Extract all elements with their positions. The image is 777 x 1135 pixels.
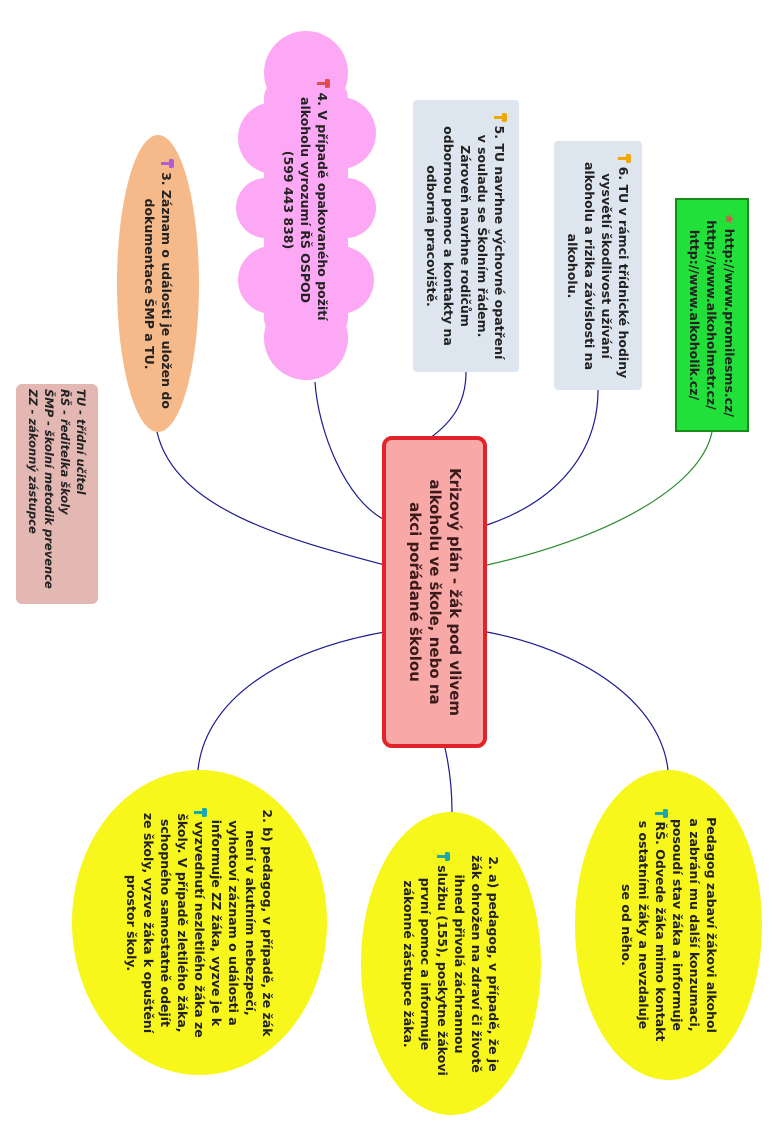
web-link[interactable]: http://www.promilesms.cz/ <box>722 228 737 417</box>
step3-record-node[interactable]: 3. Záznam o události je uložen do dokume… <box>117 135 199 432</box>
connector-step6 <box>486 389 599 526</box>
step2a-ellipse <box>361 812 541 1115</box>
step2a-text: 2. a) pedagog, v případě, že je <box>486 855 501 1072</box>
step1-confiscate-node[interactable]: Pedagog zabaví žákovi alkohol a zabrání … <box>575 770 762 1080</box>
step3-text: 3. Záznam o události je uložen do <box>159 171 174 409</box>
web-link[interactable]: http://www.alkoholmetr.cz/ <box>704 220 719 410</box>
step4-cloud-shape <box>236 31 376 380</box>
step1-text: ŘŠ. Odvede žáka mimo kontakt <box>652 821 668 1042</box>
central-topic[interactable]: Krizový plán - žák pod vlivem alkoholu v… <box>382 436 487 748</box>
web-links-box <box>675 198 749 432</box>
pushpin-icon <box>161 159 174 168</box>
pushpin-icon <box>194 808 207 817</box>
legend-box <box>16 384 98 604</box>
step2b-text: vyhotoví záznam o události a <box>226 819 241 1026</box>
abbreviation-legend[interactable]: TU - třídní učitel ŘŠ - ředitelka školy … <box>16 384 98 604</box>
step2b-text: vyzvednutí nezletilého žáka ze <box>192 820 207 1038</box>
central-topic-line: akci pořádané školou <box>405 502 424 682</box>
step1-text: posoudí stav žáka a informuje <box>669 818 685 1032</box>
step2a-text: žák ohrožen na zdraví či životě <box>469 854 484 1073</box>
step2b-text: ze školy, vyzve žáka k opuštění <box>141 812 156 1033</box>
step6-text: 6. TU v rámci třídnické hodiny <box>616 166 631 378</box>
pushpin-icon <box>437 852 450 861</box>
step1-text: s ostatními žáky a nevzdaluje <box>635 820 651 1030</box>
connector-links <box>486 431 713 566</box>
step6-class-lesson-node[interactable]: 6. TU v rámci třídnické hodiny vysvětlí … <box>554 141 642 390</box>
step4-text: (599 443 838) <box>281 150 297 250</box>
step4-ospod-node[interactable]: 4. V případě opakovaného požití alkoholu… <box>236 18 376 382</box>
step2b-no-danger-node[interactable]: 2. b) pedagog, v případě, že žák není v … <box>72 770 327 1075</box>
step2b-ellipse <box>72 770 327 1075</box>
step2a-text: službu (155), poskytne žákovi <box>435 864 450 1076</box>
web-link[interactable]: http://www.alkoholik.cz/ <box>687 229 702 401</box>
step5-box <box>413 100 519 372</box>
legend-entry: ŠMP - školní metodik prevence <box>42 389 56 589</box>
step2a-emergency-node[interactable]: 2. a) pedagog, v případě, že je žák ohro… <box>361 812 541 1115</box>
step1-text: se od něho. <box>618 884 634 966</box>
step2b-text: školy. V případě zletilého žáka, <box>175 812 190 1033</box>
step4-text: 4. V případě opakovaného požití <box>315 92 331 321</box>
step2b-text: schopného samostatně odejít <box>158 818 173 1027</box>
step6-text: vysvětlí škodlivost užívání <box>599 172 614 359</box>
legend-entry: ŘŠ - ředitelka školy <box>58 389 72 515</box>
pushpin-icon <box>318 79 331 88</box>
connector-step2a <box>444 747 453 813</box>
step5-measures-node[interactable]: 5. TU navrhne výchovné opatření v soulad… <box>413 100 519 372</box>
step2a-text: první pomoc a informuje <box>418 877 433 1050</box>
step3-ellipse <box>117 135 199 432</box>
step1-ellipse <box>575 770 762 1080</box>
step1-text: Pedagog zabaví žákovi alkohol <box>703 817 719 1033</box>
central-topic-line: alkoholu ve škole, nebo na <box>425 479 444 705</box>
step5-text: odbornou pomoc a kontakty na <box>441 126 457 346</box>
web-links-node[interactable]: ★ http://www.promilesms.cz/ http://www.al… <box>675 198 749 432</box>
step4-text: alkoholu vyrozumí ŘŠ OSPOD <box>298 97 314 303</box>
connector-step3 <box>156 431 386 566</box>
connector-step1 <box>486 631 669 771</box>
legend-entry: TU - třídní učitel <box>74 389 88 495</box>
step6-text: alkoholu a rizika závislosti na <box>582 161 597 370</box>
star-icon: ★ <box>721 213 736 225</box>
connector-step5 <box>429 371 467 439</box>
step5-text: odborná pracoviště. <box>424 165 440 307</box>
connector-step2b <box>197 631 386 771</box>
step5-text: 5. TU navrhne výchovné opatření <box>492 125 508 360</box>
step2b-text: 2. b) pedagog, v případě, že žák <box>260 808 275 1037</box>
step2a-text: zákonné zástupce žáka. <box>401 879 416 1048</box>
step2a-text: ihned přivolá záchrannou <box>452 874 467 1053</box>
step5-text: Zároveň navrhne rodičům <box>458 145 474 327</box>
connector-step4 <box>314 381 386 521</box>
step2b-text: informuje ZZ žáka, vyzve je k <box>209 819 224 1026</box>
step6-text: alkoholu. <box>565 233 580 298</box>
legend-entry: ZZ - zákonný zástupce <box>26 389 40 534</box>
central-topic-box <box>382 436 487 748</box>
step1-text: a zabrání mu další konzumaci, <box>686 818 702 1032</box>
step2b-text: není v akutním nebezpečí, <box>243 829 258 1016</box>
step5-text: v souladu se Školním řádem. <box>475 134 491 338</box>
central-topic-line: Krizový plán - žák pod vlivem <box>445 467 464 717</box>
step3-text: dokumentace ŠMP a TU. <box>142 198 157 369</box>
pushpin-icon <box>655 809 668 818</box>
pushpin-icon <box>495 113 508 122</box>
step2b-text: prostor školy. <box>124 874 139 971</box>
pushpin-icon <box>618 153 631 162</box>
step6-box <box>554 141 642 390</box>
